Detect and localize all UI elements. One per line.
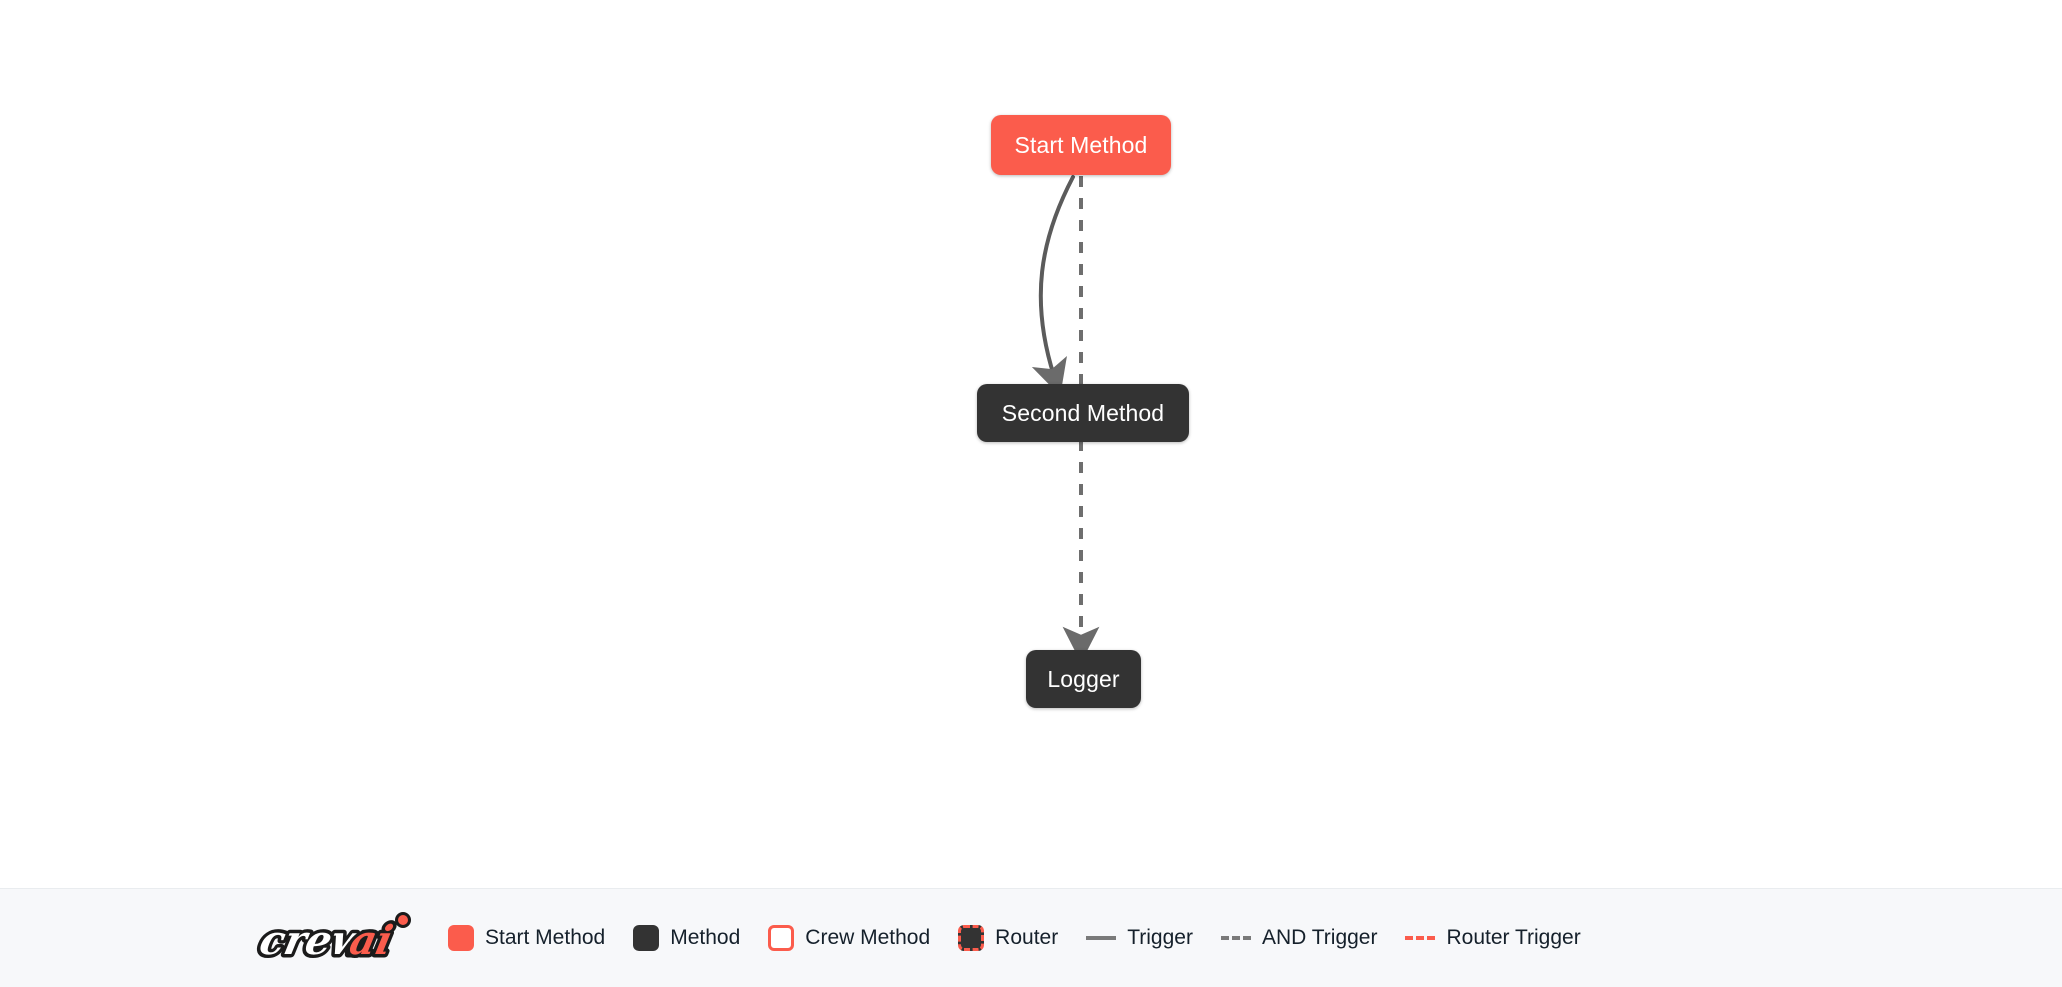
legend-swatch-router-icon: [958, 925, 985, 951]
flow-node-label: Logger: [1047, 665, 1120, 692]
flow-node-second-method[interactable]: Second Method: [977, 384, 1189, 442]
legend-label: AND Trigger: [1261, 926, 1378, 949]
legend-line-router-trigger-icon: [1405, 936, 1436, 940]
crewai-logo-outline: crew: [256, 916, 373, 963]
edge-trigger-start-to-second[interactable]: [1031, 175, 1075, 396]
crewai-logo: crew crew ai ai: [252, 912, 411, 967]
legend-swatch-crew-method-icon: [768, 925, 795, 951]
legend-item-start-method[interactable]: Start Method: [448, 925, 605, 951]
legend-label: Trigger: [1127, 926, 1193, 949]
flow-node-start-method[interactable]: Start Method: [991, 115, 1171, 175]
flow-node-logger[interactable]: Logger: [1026, 650, 1141, 708]
crewai-logo-crew: crew: [256, 916, 373, 963]
legend-label: Crew Method: [805, 926, 931, 949]
legend-label: Router: [995, 926, 1059, 949]
crewai-logo-ai: ai: [346, 916, 397, 963]
legend-swatch-start-method-icon: [448, 925, 474, 951]
flow-canvas[interactable]: Start Method Second Method Logger: [0, 0, 2062, 888]
flow-node-label: Start Method: [1014, 131, 1148, 158]
flow-node-label: Second Method: [1001, 399, 1165, 426]
legend-line-and-trigger-icon: [1220, 936, 1251, 940]
legend-item-and-trigger[interactable]: AND Trigger: [1220, 926, 1378, 950]
legend-item-method[interactable]: Method: [633, 925, 740, 951]
legend-swatch-method-icon: [633, 925, 660, 951]
crewai-logo-dot: [398, 915, 408, 925]
legend-item-crew-method[interactable]: Crew Method: [768, 925, 930, 951]
legend-line-trigger-icon: [1086, 936, 1117, 940]
legend-item-router-trigger[interactable]: Router Trigger: [1405, 926, 1581, 950]
legend-bar: crew crew ai ai Start Method Method Crew…: [0, 888, 2062, 987]
legend-item-router[interactable]: Router: [958, 925, 1058, 951]
legend-label: Router Trigger: [1446, 926, 1581, 949]
legend-item-trigger[interactable]: Trigger: [1086, 926, 1193, 950]
legend-label: Start Method: [485, 926, 606, 949]
legend-label: Method: [670, 926, 741, 949]
edge-layer: [1031, 175, 1100, 663]
legend-items: Start Method Method Crew Method Router T…: [448, 925, 1581, 951]
